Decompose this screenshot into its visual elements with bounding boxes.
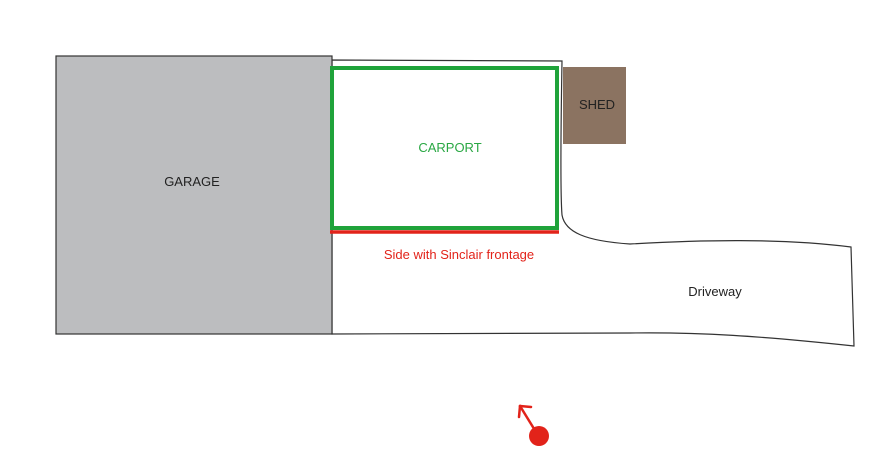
location-dot-icon [529, 426, 549, 446]
shed-label: SHED [579, 97, 615, 112]
frontage-label: Side with Sinclair frontage [384, 247, 534, 262]
shed-block [563, 67, 626, 144]
driveway-label: Driveway [688, 284, 742, 299]
garage-block [55, 55, 333, 335]
direction-arrow-icon [517, 404, 538, 434]
garage-label: GARAGE [164, 174, 220, 189]
carport-label: CARPORT [418, 140, 481, 155]
carport-block [330, 66, 559, 230]
